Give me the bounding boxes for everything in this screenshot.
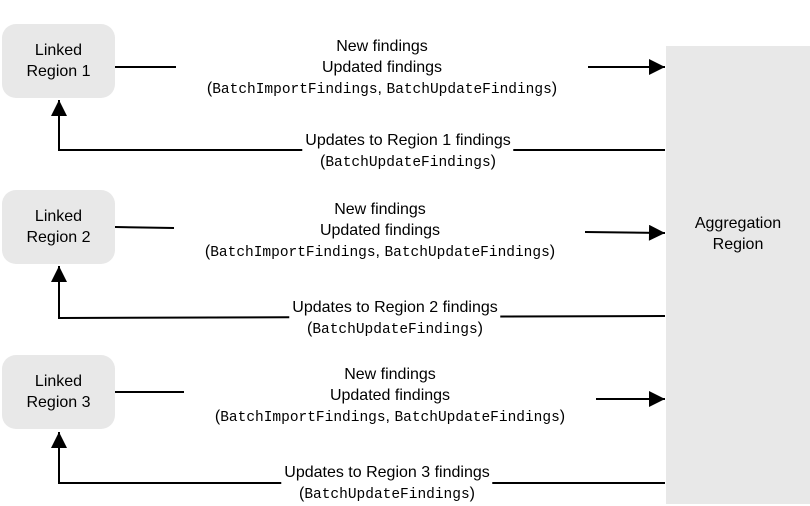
paren-close: ) [551, 80, 558, 97]
aggregation-label-line1: Aggregation [694, 215, 782, 232]
region1-inbound-apis: (BatchUpdateFindings) [305, 151, 510, 174]
region2-name-line1: Linked [34, 208, 83, 225]
api-batch-update: BatchUpdateFindings [325, 155, 491, 171]
paren-open: ( [206, 80, 213, 97]
region2-outbound-line1: New findings [334, 201, 426, 218]
region2-outbound-line [114, 226, 175, 229]
region1-inbound-label: Updates to Region 1 findings (BatchUpdat… [302, 130, 514, 174]
region2-inbound-label: Updates to Region 2 findings (BatchUpdat… [289, 297, 501, 341]
paren-close: ) [559, 408, 566, 425]
region2-inbound-apis: (BatchUpdateFindings) [292, 318, 497, 341]
region2-outbound-line2: Updated findings [319, 222, 441, 239]
linked-region-1-box: Linked Region 1 [2, 24, 115, 98]
paren-open: ( [320, 153, 326, 170]
aggregation-region-box [666, 46, 810, 504]
paren-open: ( [299, 485, 305, 502]
api-batch-import: BatchImportFindings [212, 82, 378, 98]
api-batch-update: BatchUpdateFindings [394, 410, 560, 426]
region1-outbound-line2: Updated findings [321, 59, 443, 76]
api-batch-update: BatchUpdateFindings [384, 245, 550, 261]
region2-outbound-apis: (BatchImportFindings, BatchUpdateFinding… [205, 241, 555, 264]
region3-name-line1: Linked [34, 373, 83, 390]
paren-close: ) [477, 320, 483, 337]
region2-outbound-label: New findings Updated findings (BatchImpo… [204, 199, 556, 264]
api-batch-update: BatchUpdateFindings [386, 82, 552, 98]
linked-region-3-box: Linked Region 3 [2, 355, 115, 429]
region3-outbound-line2: Updated findings [329, 387, 451, 404]
linked-region-2-box: Linked Region 2 [2, 190, 115, 264]
api-batch-import: BatchImportFindings [220, 410, 386, 426]
paren-open: ( [214, 408, 221, 425]
paren-close: ) [490, 153, 496, 170]
aggregation-label-line2: Region [712, 236, 764, 253]
api-batch-update: BatchUpdateFindings [304, 487, 470, 503]
region3-outbound-label: New findings Updated findings (BatchImpo… [214, 364, 566, 429]
api-separator: , [375, 243, 380, 260]
region1-name-line2: Region 1 [26, 63, 91, 80]
region1-name-line1: Linked [34, 42, 83, 59]
region3-inbound-line1: Updates to Region 3 findings [284, 464, 490, 481]
region3-outbound-line1: New findings [344, 366, 436, 383]
region3-name-line2: Region 3 [26, 394, 91, 411]
region2-inbound-line1: Updates to Region 2 findings [292, 299, 498, 316]
region3-inbound-label: Updates to Region 3 findings (BatchUpdat… [281, 462, 493, 506]
region1-inbound-line1: Updates to Region 1 findings [305, 132, 511, 149]
region3-outbound-apis: (BatchImportFindings, BatchUpdateFinding… [215, 406, 565, 429]
paren-close: ) [469, 485, 475, 502]
api-batch-import: BatchImportFindings [210, 245, 376, 261]
region1-outbound-line1: New findings [336, 38, 428, 55]
region2-outbound-arrow [584, 224, 666, 241]
region2-name-line2: Region 2 [26, 229, 91, 246]
aggregation-region-label: Aggregation Region [666, 213, 810, 255]
paren-open: ( [204, 243, 211, 260]
api-separator: , [385, 408, 390, 425]
paren-close: ) [549, 243, 556, 260]
region1-outbound-apis: (BatchImportFindings, BatchUpdateFinding… [207, 78, 557, 101]
region1-outbound-label: New findings Updated findings (BatchImpo… [206, 36, 558, 101]
api-batch-update: BatchUpdateFindings [312, 322, 478, 338]
api-separator: , [377, 80, 382, 97]
region3-inbound-apis: (BatchUpdateFindings) [284, 483, 489, 506]
paren-open: ( [307, 320, 313, 337]
